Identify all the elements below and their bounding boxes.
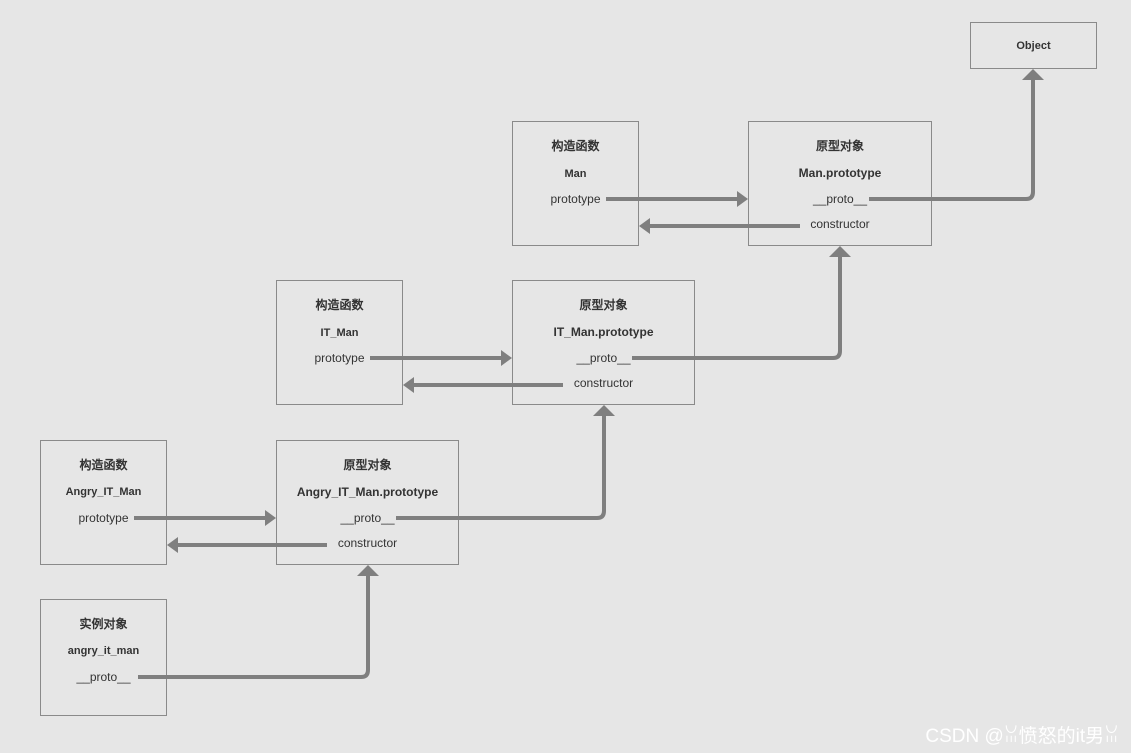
man-prototype-name: Man.prototype bbox=[798, 166, 882, 180]
itman-constructor-kind: 构造函数 bbox=[315, 298, 364, 312]
man-prototype-constructor-label: constructor bbox=[810, 217, 870, 231]
angry-prototype-proto-label: __proto__ bbox=[340, 511, 395, 525]
angry-constructor-box: 构造函数 Angry_IT_Man prototype bbox=[40, 440, 167, 565]
instance-proto-label: __proto__ bbox=[76, 670, 131, 684]
itman-constructor-arrowhead bbox=[403, 377, 414, 393]
itman-prototype-up-arrowhead bbox=[593, 405, 615, 416]
instance-name: angry_it_man bbox=[67, 645, 140, 657]
angry-constructor-prototype-label: prototype bbox=[78, 511, 129, 525]
instance-proto-chain-arrow bbox=[138, 576, 370, 679]
watermark: CSDN @ꈍ愤怒的it男ꈍ bbox=[925, 726, 1119, 747]
man-constructor-prototype-label: prototype bbox=[550, 192, 601, 206]
object-box: Object bbox=[970, 22, 1097, 69]
angry-prototype-up-arrowhead bbox=[357, 565, 379, 576]
itman-prototype-proto-label: __proto__ bbox=[576, 351, 631, 365]
angry-prototype-constructor-label: constructor bbox=[337, 536, 398, 550]
itman-constructor-name: IT_Man bbox=[320, 327, 359, 339]
angry-constructor-kind: 构造函数 bbox=[79, 458, 128, 472]
angry-prototype-name: Angry_IT_Man.prototype bbox=[296, 485, 439, 499]
object-arrowhead bbox=[1022, 69, 1044, 80]
itman-prototype-constructor-label: constructor bbox=[573, 376, 634, 390]
object-title: Object bbox=[1016, 40, 1051, 52]
man-prototype-proto-label: __proto__ bbox=[812, 192, 868, 206]
man-prototype-kind: 原型对象 bbox=[815, 139, 864, 153]
man-constructor-arrowhead bbox=[639, 218, 650, 234]
man-prototype-up-arrowhead bbox=[829, 246, 851, 257]
man-constructor-name: Man bbox=[564, 168, 587, 180]
man-prototype-arrowhead bbox=[737, 191, 748, 207]
itman-prototype-kind: 原型对象 bbox=[579, 298, 628, 312]
angry-constructor-arrowhead bbox=[167, 537, 178, 553]
itman-proto-chain-arrow bbox=[632, 256, 842, 360]
angry-constructor-name: Angry_IT_Man bbox=[65, 486, 142, 498]
itman-prototype-arrowhead bbox=[501, 350, 512, 366]
angry-prototype-arrowhead bbox=[265, 510, 276, 526]
instance-box: 实例对象 angry_it_man __proto__ bbox=[40, 599, 167, 716]
man-constructor-box: 构造函数 Man prototype bbox=[512, 121, 639, 246]
itman-constructor-box: 构造函数 IT_Man prototype bbox=[276, 280, 403, 405]
man-constructor-kind: 构造函数 bbox=[551, 139, 600, 153]
angry-prototype-kind: 原型对象 bbox=[343, 458, 392, 472]
itman-constructor-prototype-label: prototype bbox=[314, 351, 365, 365]
instance-kind: 实例对象 bbox=[79, 617, 128, 631]
man-proto-chain-arrow bbox=[869, 79, 1035, 201]
angry-proto-chain-arrow bbox=[396, 416, 606, 520]
itman-prototype-name: IT_Man.prototype bbox=[553, 325, 654, 339]
